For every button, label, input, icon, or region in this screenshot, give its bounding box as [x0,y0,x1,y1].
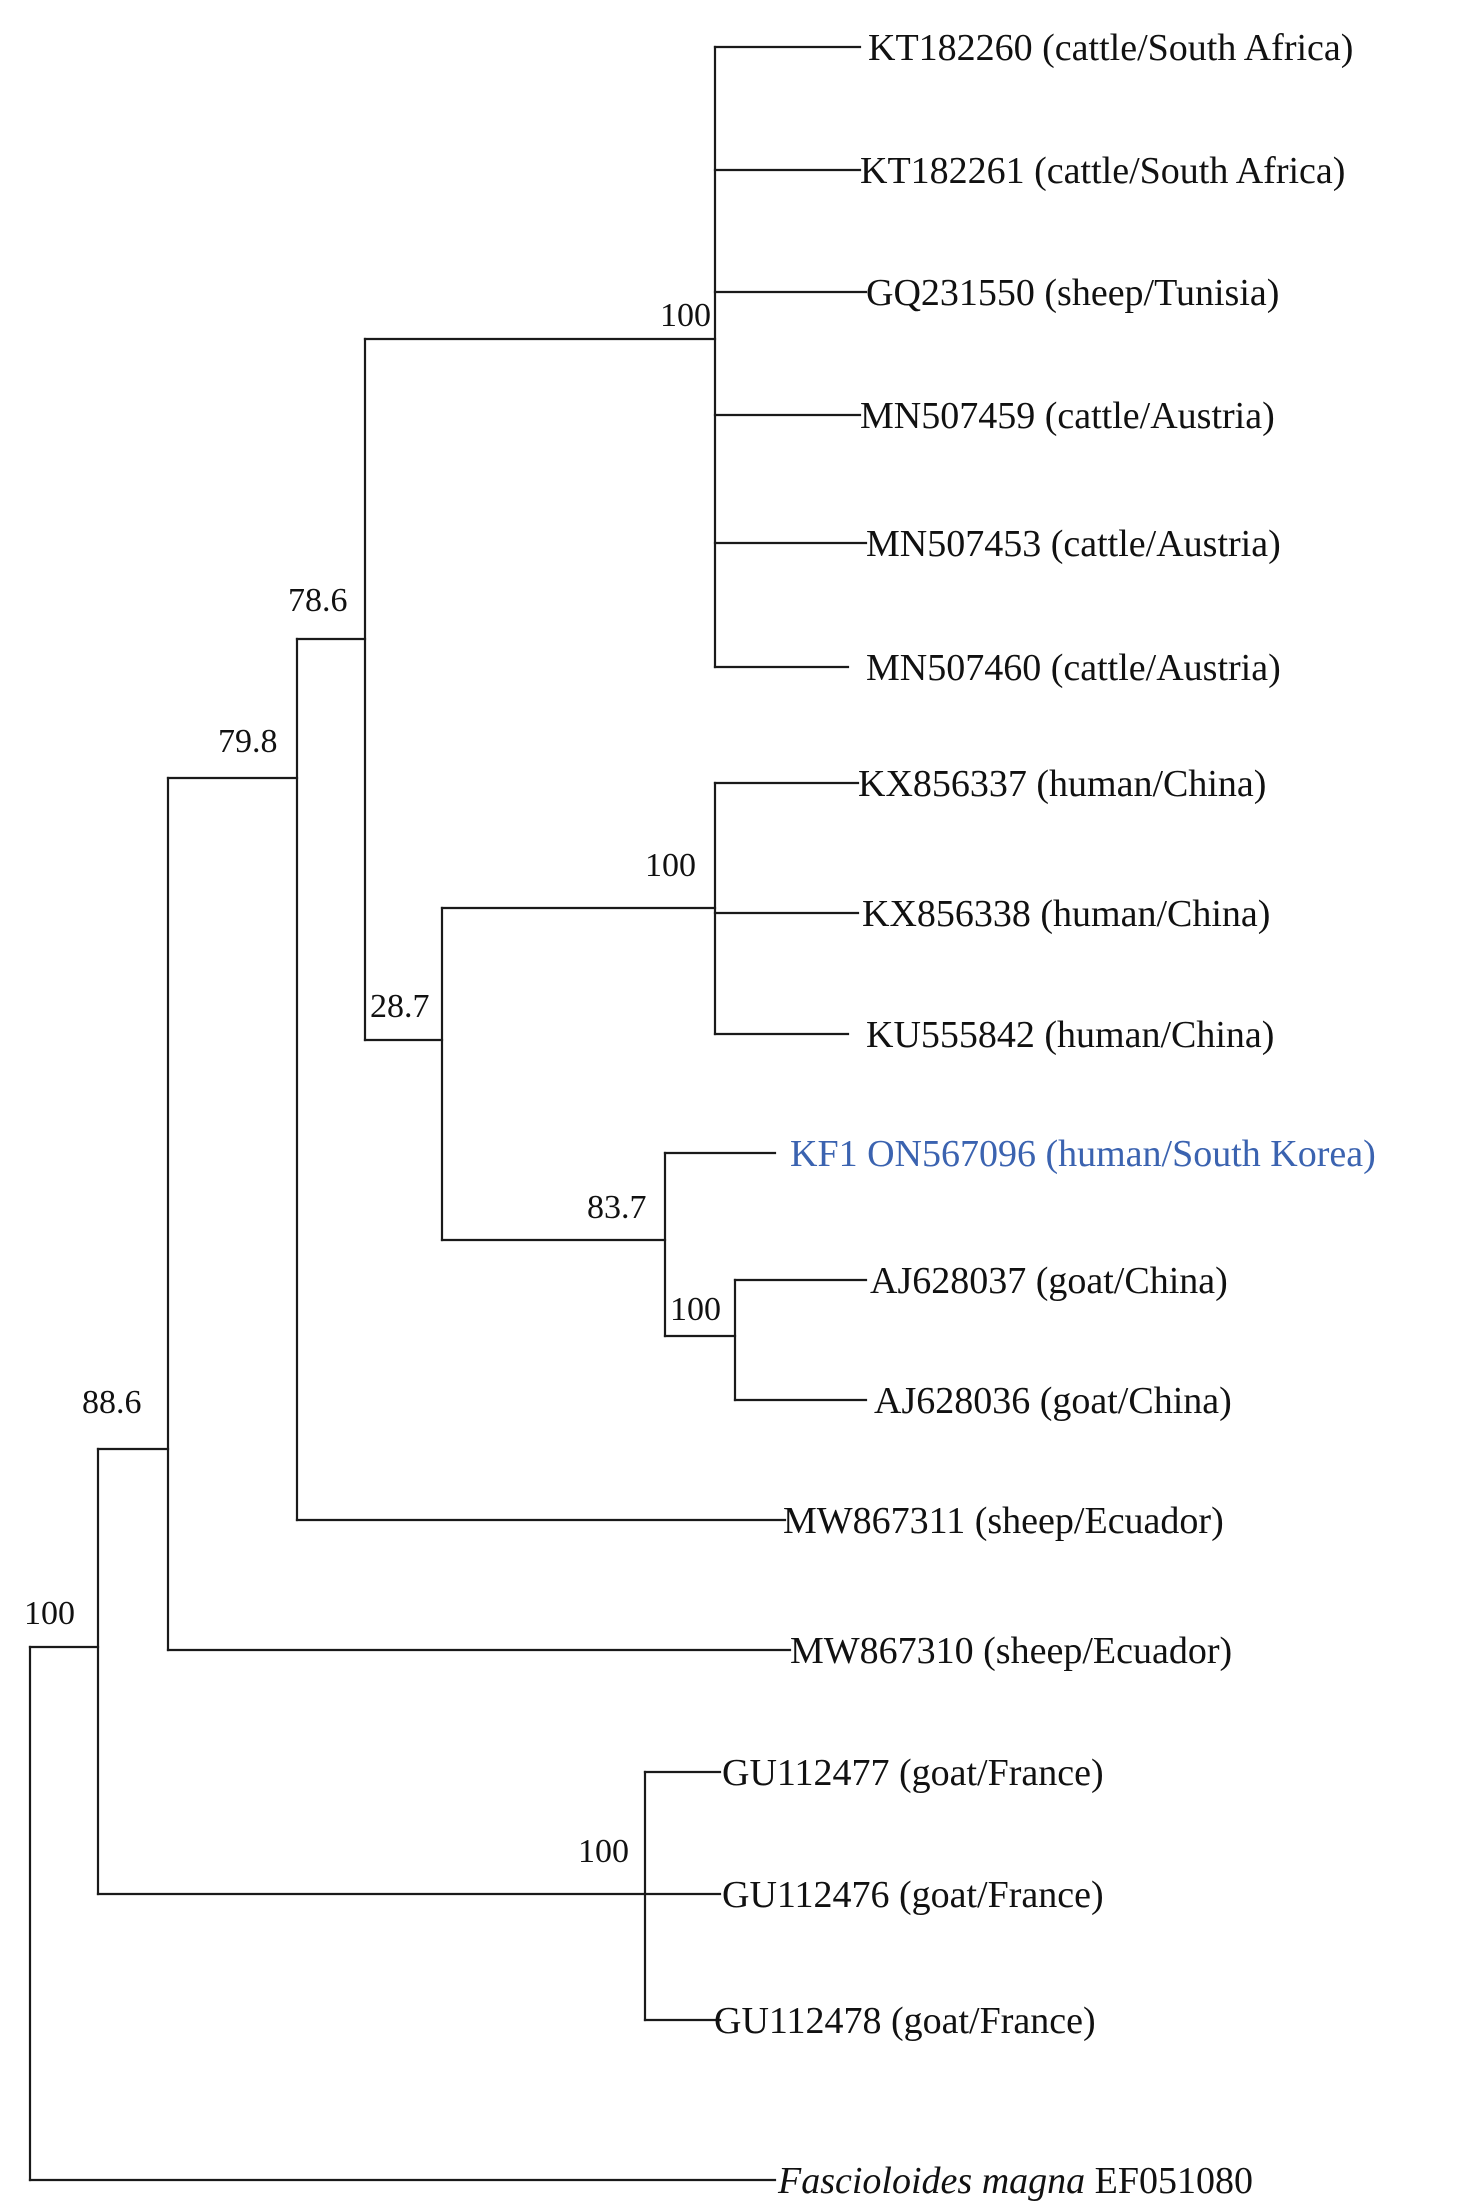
taxon-label-t12: AJ628036 (goat/China) [874,1380,1232,1422]
taxon-label-t7: KX856337 (human/China) [858,763,1266,805]
taxon-label-t14: MW867310 (sheep/Ecuador) [790,1630,1232,1672]
taxon-label-italic: Fascioloides magna [777,2160,1085,2202]
support-value-root: 100 [24,1595,75,1632]
tree-branches [28,45,868,2182]
taxon-label-t17: GU112478 (goat/France) [714,2000,1096,2042]
taxon-labels: KT182260 (cattle/South Africa) KT182261 (… [714,27,1376,2202]
taxon-label-t9: KU555842 (human/China) [866,1014,1274,1056]
taxon-label-t5: MN507453 (cattle/Austria) [866,523,1281,565]
taxon-label-t18: Fascioloides magna EF051080 [777,2160,1253,2202]
taxon-label-t10: KF1 ON567096 (human/South Korea) [790,1133,1376,1175]
taxon-label-t3: GQ231550 (sheep/Tunisia) [866,272,1279,314]
taxon-label-t11: AJ628037 (goat/China) [870,1260,1228,1302]
taxon-label-t13: MW867311 (sheep/Ecuador) [783,1500,1224,1542]
support-value-n_china_human_clade: 100 [645,847,696,884]
support-value-n_b: 78.6 [288,582,348,619]
support-value-n_a: 79.8 [218,723,278,760]
support-value-n_c: 28.7 [370,988,430,1025]
taxon-label-t16: GU112476 (goat/France) [722,1874,1104,1916]
taxon-label-t6: MN507460 (cattle/Austria) [866,647,1281,689]
taxon-label-t4: MN507459 (cattle/Austria) [860,395,1275,437]
support-value-n_goat_china_clade: 100 [670,1291,721,1328]
taxon-label-t15: GU112477 (goat/France) [722,1752,1104,1794]
taxon-label-t8: KX856338 (human/China) [862,893,1270,935]
taxon-label-t2: KT182261 (cattle/South Africa) [860,150,1345,192]
taxon-label-t1: KT182260 (cattle/South Africa) [868,27,1353,69]
support-value-n_gu_clade: 100 [578,1833,629,1870]
support-value-n_korea_clade: 83.7 [587,1189,647,1226]
support-value-n_ingroup: 88.6 [82,1384,142,1421]
support-value-n_cattle_clade: 100 [660,297,711,334]
support-values: 100 78.6 79.8 100 28.7 83.7 100 88.6 100 100 [24,297,721,1870]
taxon-label-rest: EF051080 [1085,2160,1253,2202]
